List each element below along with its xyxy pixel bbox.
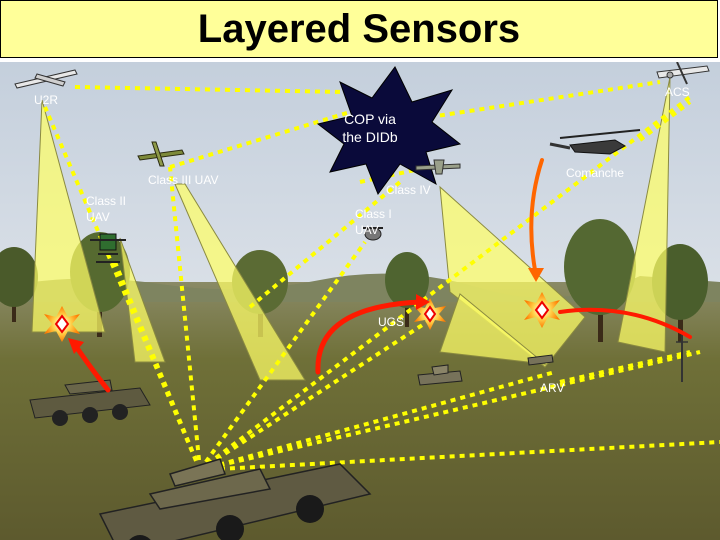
arrow-to-ugs-target bbox=[315, 299, 423, 375]
class3-sensor-cone bbox=[174, 183, 306, 381]
title-bar: Layered Sensors bbox=[0, 0, 718, 58]
class3-uav-icon bbox=[137, 141, 185, 167]
acs-sensor-cone bbox=[617, 76, 671, 353]
distant-hills bbox=[0, 273, 720, 302]
class3-uav-label: Class III UAV bbox=[148, 173, 218, 187]
u2r-sensor-cone bbox=[31, 99, 106, 333]
comanche-cue-arrow bbox=[529, 158, 544, 272]
tree-icon bbox=[0, 247, 38, 322]
acs-aircraft-icon bbox=[656, 62, 710, 85]
arrowhead bbox=[416, 294, 430, 310]
armored-vehicle-icon bbox=[527, 354, 554, 366]
class2-uav-icon bbox=[90, 233, 126, 263]
cop-label-line1: COP via bbox=[344, 111, 396, 127]
acs-label: ACS bbox=[665, 85, 690, 99]
slide-title: Layered Sensors bbox=[197, 6, 521, 51]
comanche-label: Comanche bbox=[566, 166, 624, 180]
cop-label-line2: the DIDb bbox=[342, 129, 397, 145]
class2-uav-label-line2: UAV bbox=[86, 210, 110, 224]
ugs-sensor-icon bbox=[676, 332, 688, 382]
arv-label: ARV bbox=[540, 381, 564, 395]
comanche-helicopter-icon bbox=[549, 129, 641, 155]
arrowhead bbox=[68, 338, 84, 354]
class1-uav-label-line2: UAV bbox=[355, 223, 379, 237]
comms-links bbox=[43, 80, 720, 472]
explosion-target-icon bbox=[524, 292, 560, 328]
battlefield-scene: U2R ACS COP via the DIDb Comanche Class … bbox=[0, 62, 720, 540]
cop-starburst bbox=[316, 66, 462, 196]
arrowhead bbox=[528, 268, 544, 282]
u2r-aircraft-icon bbox=[14, 69, 78, 89]
class1-uav-icon bbox=[363, 227, 383, 241]
explosion-target-icon bbox=[44, 306, 80, 342]
class4-uav-icon bbox=[415, 159, 461, 175]
ugs-label: UGS bbox=[378, 315, 404, 329]
arrow-to-right-ugs bbox=[558, 307, 692, 339]
explosion-target-icon bbox=[414, 298, 446, 330]
ugs-sensor-cone bbox=[439, 293, 547, 365]
armored-vehicle-icon bbox=[417, 364, 463, 386]
armored-vehicle-icon bbox=[29, 379, 151, 426]
tree-icon bbox=[564, 219, 636, 342]
sensor-cones bbox=[31, 76, 671, 381]
armored-vehicle-icon bbox=[98, 458, 372, 540]
engagement-arrows bbox=[68, 158, 692, 393]
u2r-label: U2R bbox=[34, 93, 58, 107]
class2-uav-label-line1: Class II bbox=[86, 194, 126, 208]
class4-label: Class IV bbox=[386, 183, 431, 197]
class1-uav-label-line1: Class I bbox=[355, 207, 392, 221]
ground bbox=[0, 282, 720, 540]
